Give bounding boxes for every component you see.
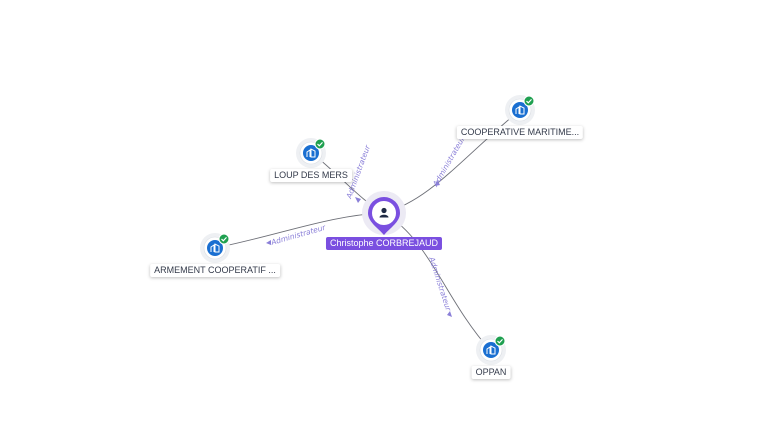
company-label-loup[interactable]: LOUP DES MERS [270,169,352,182]
verified-check-icon [218,233,230,245]
company-node-oppan[interactable] [476,335,506,365]
verified-check-icon [494,335,506,347]
company-node-coop[interactable] [505,95,535,125]
person-node[interactable] [362,191,406,235]
verified-check-icon [314,138,326,150]
company-node-loup[interactable] [296,138,326,168]
company-label-coop[interactable]: COOPERATIVE MARITIME... [456,126,584,139]
edge-arrows [266,180,452,317]
verified-check-icon [523,95,535,107]
arrow-oppan [447,311,452,317]
company-label-armement[interactable]: ARMEMENT COOPERATIF ... [150,264,280,277]
arrow-loup [355,197,361,203]
company-label-oppan[interactable]: OPPAN [471,366,511,379]
company-node-armement[interactable] [200,233,230,263]
arrow-coop [435,180,440,186]
person-name-label[interactable]: Christophe CORBREJAUD [325,237,443,250]
edge-label-oppan: Administrateur [427,255,453,313]
arrow-armement [266,240,271,245]
person-icon [379,207,389,218]
edge-label-armement: Administrateur [269,223,327,248]
